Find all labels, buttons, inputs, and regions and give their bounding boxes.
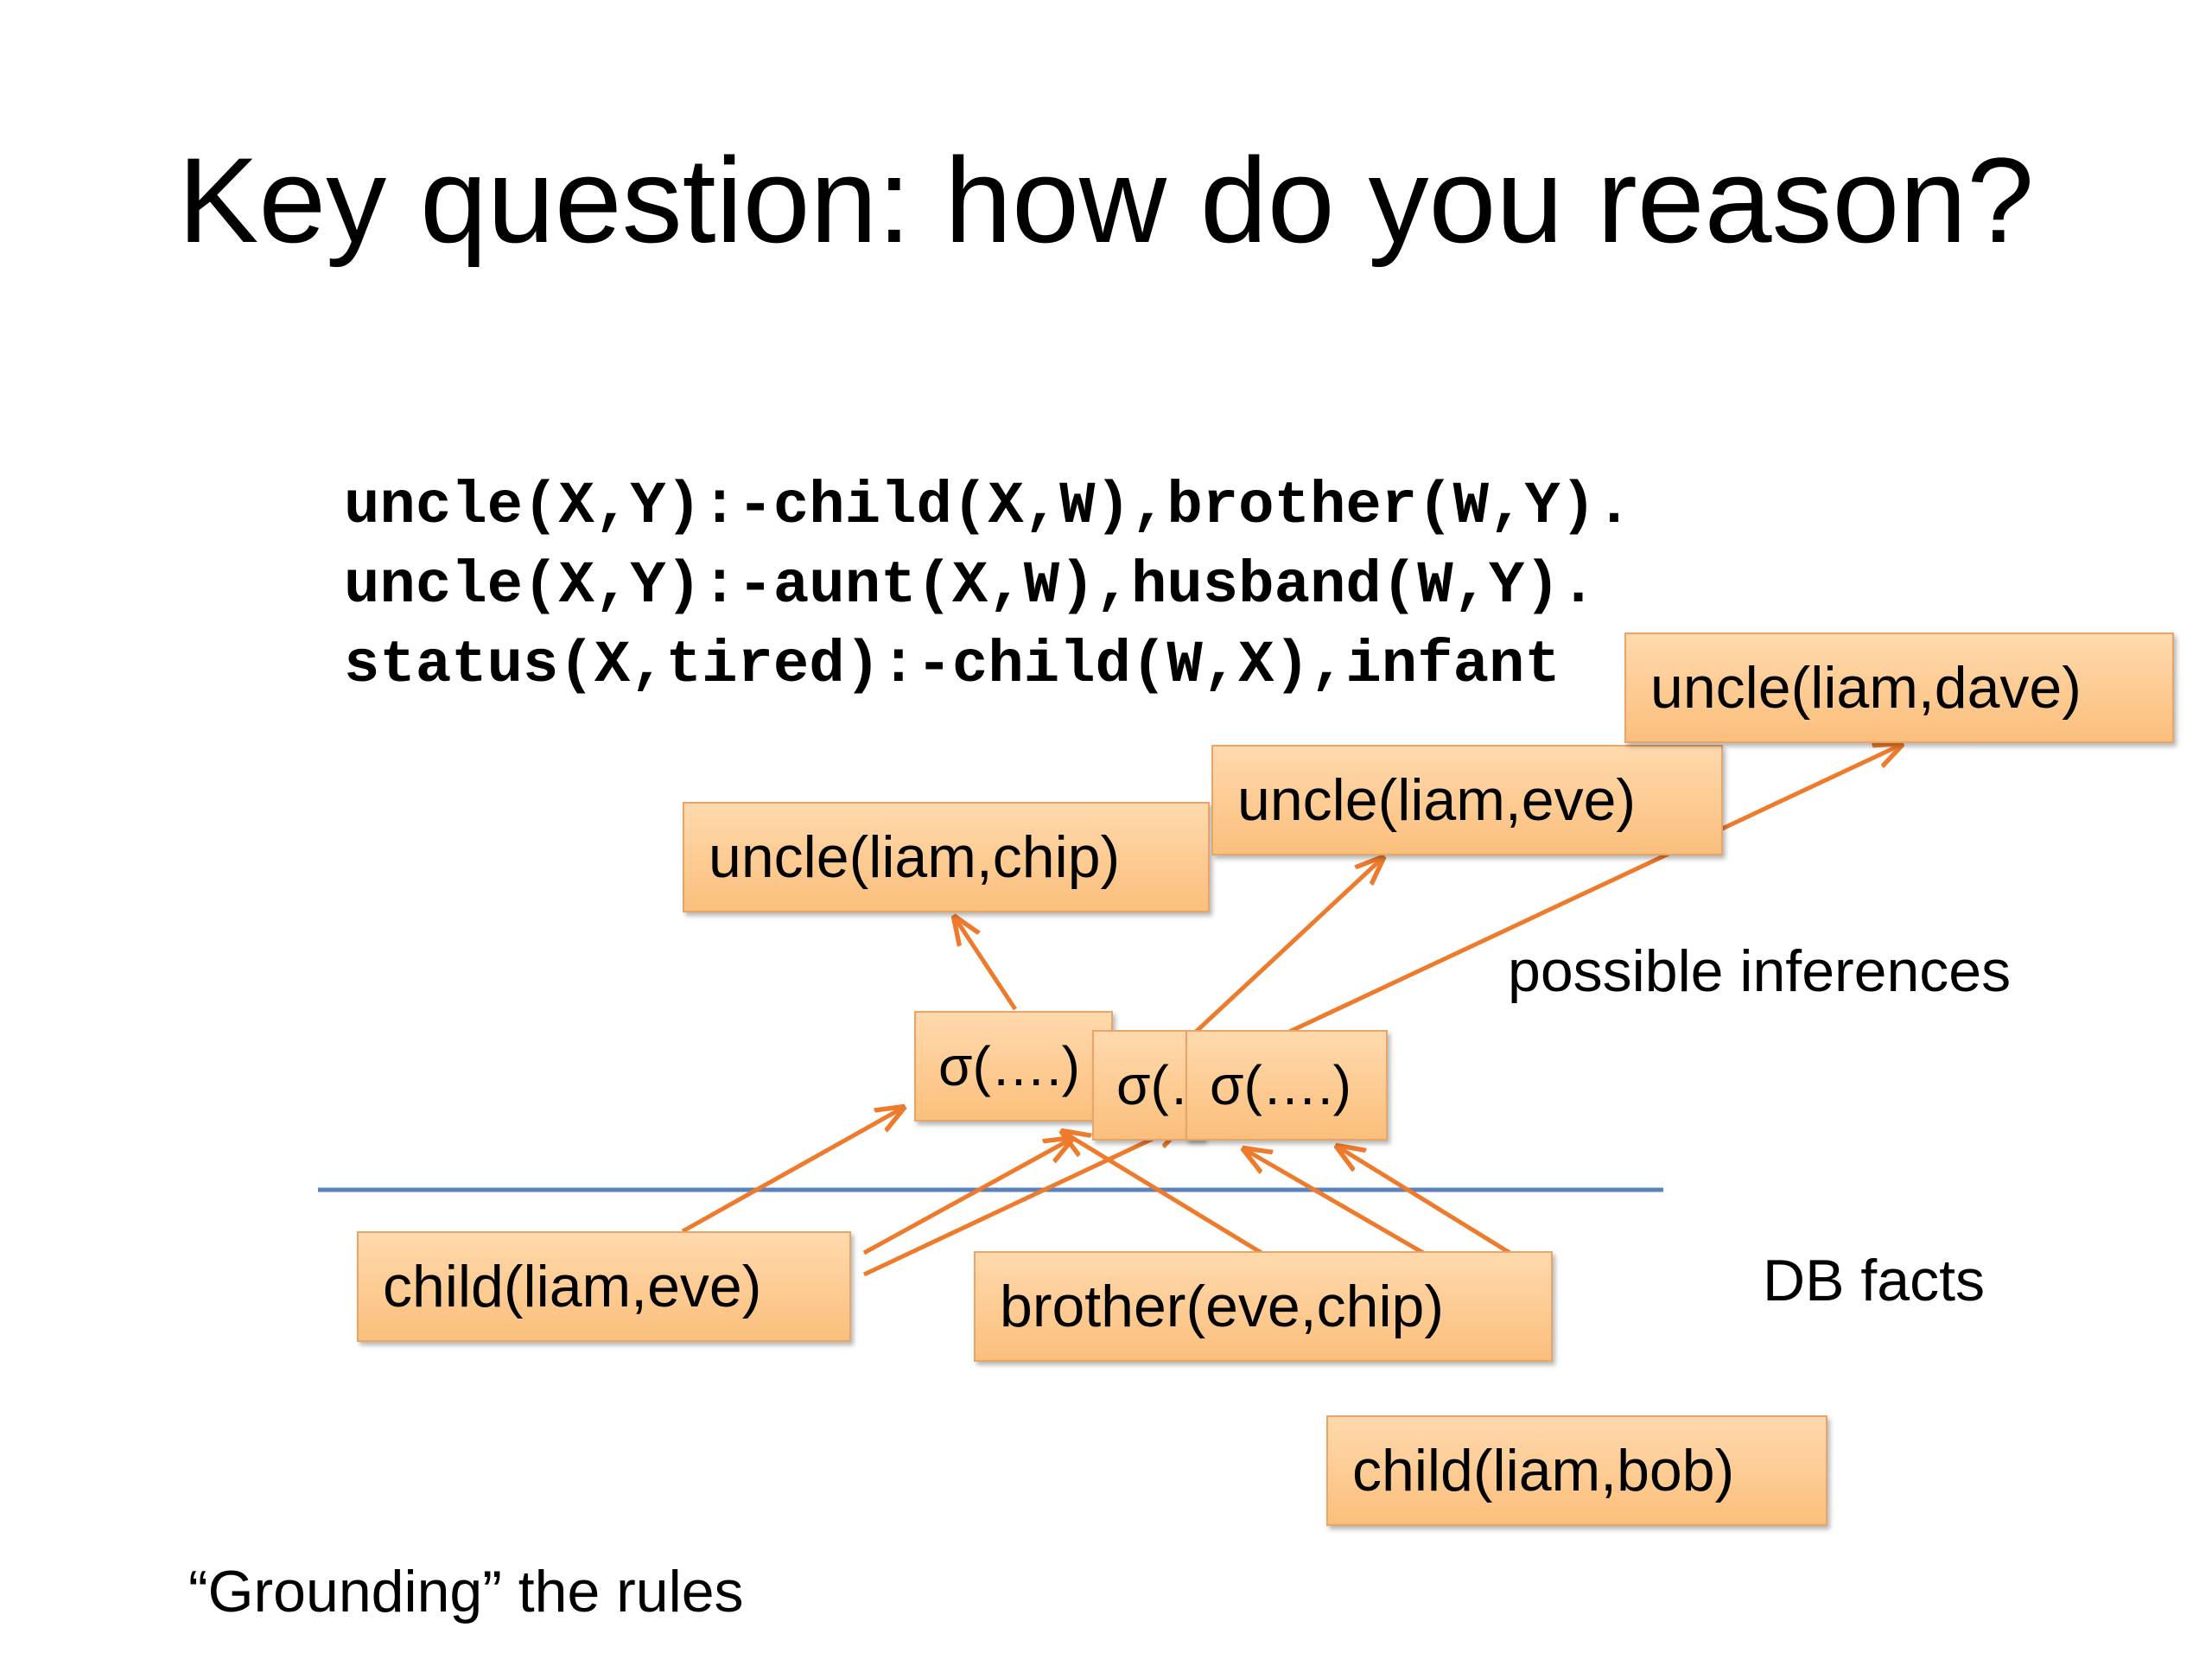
possible-inferences-label: possible inferences bbox=[1508, 938, 2012, 1004]
inference-uncle-liam-dave: uncle(liam,dave) bbox=[1624, 632, 2174, 743]
grounding-caption: “Grounding” the rules bbox=[188, 1559, 744, 1624]
arrow-child-eve-to-sigma1 bbox=[681, 1108, 903, 1234]
db-facts-label: DB facts bbox=[1763, 1248, 1985, 1313]
db-fact-child-liam-eve: child(liam,eve) bbox=[357, 1231, 851, 1342]
rule-line: status(X,tired):-child(W,X),infant bbox=[344, 632, 1560, 699]
arrow-brother-to-sigma3a bbox=[1244, 1149, 1443, 1266]
inference-uncle-liam-chip: uncle(liam,chip) bbox=[683, 802, 1210, 912]
rule-line: uncle(X,Y):-child(X,W),brother(W,Y). bbox=[344, 473, 1632, 540]
arrow-child-eve-to-sigma2 bbox=[862, 1139, 1071, 1255]
slide-title: Key question: how do you reason? bbox=[177, 132, 2035, 268]
arrow-sigma2-to-uncle-eve bbox=[1193, 858, 1382, 1034]
db-fact-child-liam-bob: child(liam,bob) bbox=[1326, 1415, 1827, 1526]
rules-block: uncle(X,Y):-child(X,W),brother(W,Y). unc… bbox=[344, 467, 1632, 705]
sigma-node: σ(….) bbox=[1185, 1030, 1388, 1141]
rule-line: uncle(X,Y):-aunt(X,W),husband(W,Y). bbox=[344, 552, 1597, 620]
db-fact-brother-eve-chip: brother(eve,chip) bbox=[974, 1251, 1553, 1362]
arrow-brother-to-sigma1 bbox=[1063, 1132, 1263, 1255]
arrow-sigma1-to-uncle-chip bbox=[955, 918, 1018, 1011]
inference-uncle-liam-eve: uncle(liam,eve) bbox=[1211, 745, 1723, 855]
sigma-node: σ(….) bbox=[914, 1011, 1113, 1122]
